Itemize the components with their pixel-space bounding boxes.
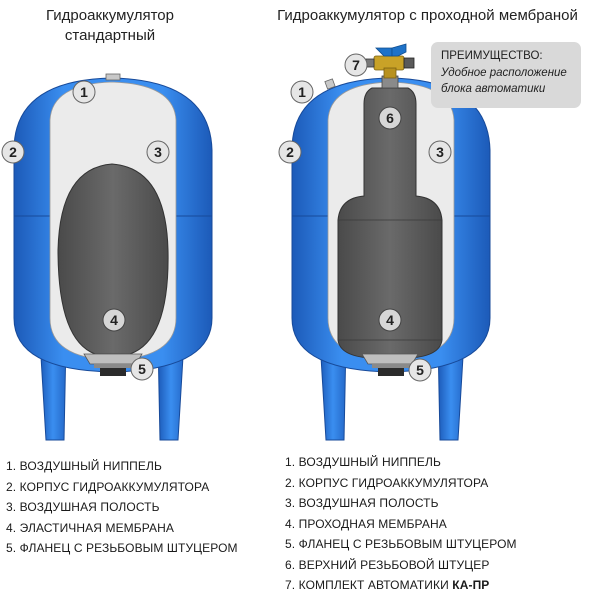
marker-standard-4-label: 4	[110, 312, 118, 328]
marker-pass-through-7: 7	[344, 53, 368, 77]
marker-pass-through-1-label: 1	[298, 84, 306, 100]
legend-pass-through-item: 2. КОРПУС ГИДРОАККУМУЛЯТОРА	[285, 475, 489, 490]
advantage-text-line2: блока автоматики	[441, 83, 546, 95]
title-standard: Гидроаккумулятор стандартный	[10, 6, 210, 46]
tank-standard-nipple	[105, 73, 121, 81]
title-standard-line1: Гидроаккумулятор	[46, 7, 174, 24]
marker-standard-5-label: 5	[138, 361, 146, 377]
legend-pass-through-item: 4. ПРОХОДНАЯ МЕМБРАНА	[285, 516, 447, 531]
legend-pass-through: 1. ВОЗДУШНЫЙ НИППЕЛЬ 2. КОРПУС ГИДРОАККУ…	[285, 452, 517, 596]
legend-item-7-prefix: 7. КОМПЛЕКТ АВТОМАТИКИ	[285, 578, 453, 592]
legend-standard-item: 5. ФЛАНЕЦ С РЕЗЬБОВЫМ ШТУЦЕРОМ	[6, 541, 238, 555]
legend-pass-through-item: 6. ВЕРХНИЙ РЕЗЬБОВОЙ ШТУЦЕР	[285, 557, 490, 572]
tank-standard	[13, 73, 213, 441]
marker-pass-through-6-label: 6	[386, 110, 394, 126]
tank-pass-through-nipple	[324, 78, 336, 90]
marker-pass-through-1: 1	[290, 80, 314, 104]
legend-standard: 1. ВОЗДУШНЫЙ НИППЕЛЬ 2. КОРПУС ГИДРОАККУ…	[6, 456, 238, 559]
legend-pass-through-item: 1. ВОЗДУШНЫЙ НИППЕЛЬ	[285, 455, 441, 469]
legend-standard-item: 2. КОРПУС ГИДРОАККУМУЛЯТОРА	[6, 479, 210, 494]
marker-standard-1-label: 1	[80, 84, 88, 100]
title-standard-line2: стандартный	[64, 27, 156, 44]
marker-pass-through-3: 3	[428, 140, 452, 164]
marker-pass-through-4-label: 4	[386, 312, 394, 328]
legend-pass-through-item: 3. ВОЗДУШНАЯ ПОЛОСТЬ	[285, 496, 439, 510]
marker-pass-through-5: 5	[408, 358, 432, 382]
marker-pass-through-5-label: 5	[416, 362, 424, 378]
marker-pass-through-6: 6	[378, 106, 402, 130]
marker-standard-1: 1	[72, 80, 96, 104]
marker-pass-through-2: 2	[278, 140, 302, 164]
marker-standard-4: 4	[102, 308, 126, 332]
advantage-heading: ПРЕИМУЩЕСТВО:	[441, 50, 543, 62]
marker-pass-through-2-label: 2	[286, 144, 294, 160]
automation-kit-valve	[365, 43, 415, 79]
marker-standard-3-label: 3	[154, 144, 162, 160]
advantage-callout: ПРЕИМУЩЕСТВО: Удобное расположение блока…	[431, 42, 581, 108]
marker-pass-through-7-label: 7	[352, 57, 360, 73]
marker-standard-2: 2	[1, 140, 25, 164]
marker-pass-through-4: 4	[378, 308, 402, 332]
markers-standard: 1 2 3 4 5	[1, 80, 170, 381]
marker-standard-2-label: 2	[9, 144, 17, 160]
tank-standard-fitting-ring	[94, 364, 132, 368]
legend-standard-item: 3. ВОЗДУШНАЯ ПОЛОСТЬ	[6, 500, 160, 514]
marker-standard-5: 5	[130, 357, 154, 381]
title-pass-through: Гидроаккумулятор с проходной мембраной	[277, 7, 578, 24]
legend-pass-through-item-7: 7. КОМПЛЕКТ АВТОМАТИКИ КА-ПР	[285, 575, 517, 596]
legend-standard-item: 4. ЭЛАСТИЧНАЯ МЕМБРАНА	[6, 520, 175, 535]
legend-pass-through-item: 5. ФЛАНЕЦ С РЕЗЬБОВЫМ ШТУЦЕРОМ	[285, 537, 517, 551]
marker-pass-through-3-label: 3	[436, 144, 444, 160]
markers-pass-through: 1 2 3 4 5 6 7	[278, 53, 452, 382]
tank-pass-through-flange	[361, 353, 419, 365]
legend-item-7-model: КА-ПР	[452, 578, 490, 592]
legend-standard-item: 1. ВОЗДУШНЫЙ НИППЕЛЬ	[6, 459, 162, 473]
marker-standard-3: 3	[146, 140, 170, 164]
tank-pass-through	[291, 43, 491, 441]
advantage-text-line1: Удобное расположение	[441, 67, 567, 79]
tank-pass-through-fitting-ring	[372, 364, 410, 368]
